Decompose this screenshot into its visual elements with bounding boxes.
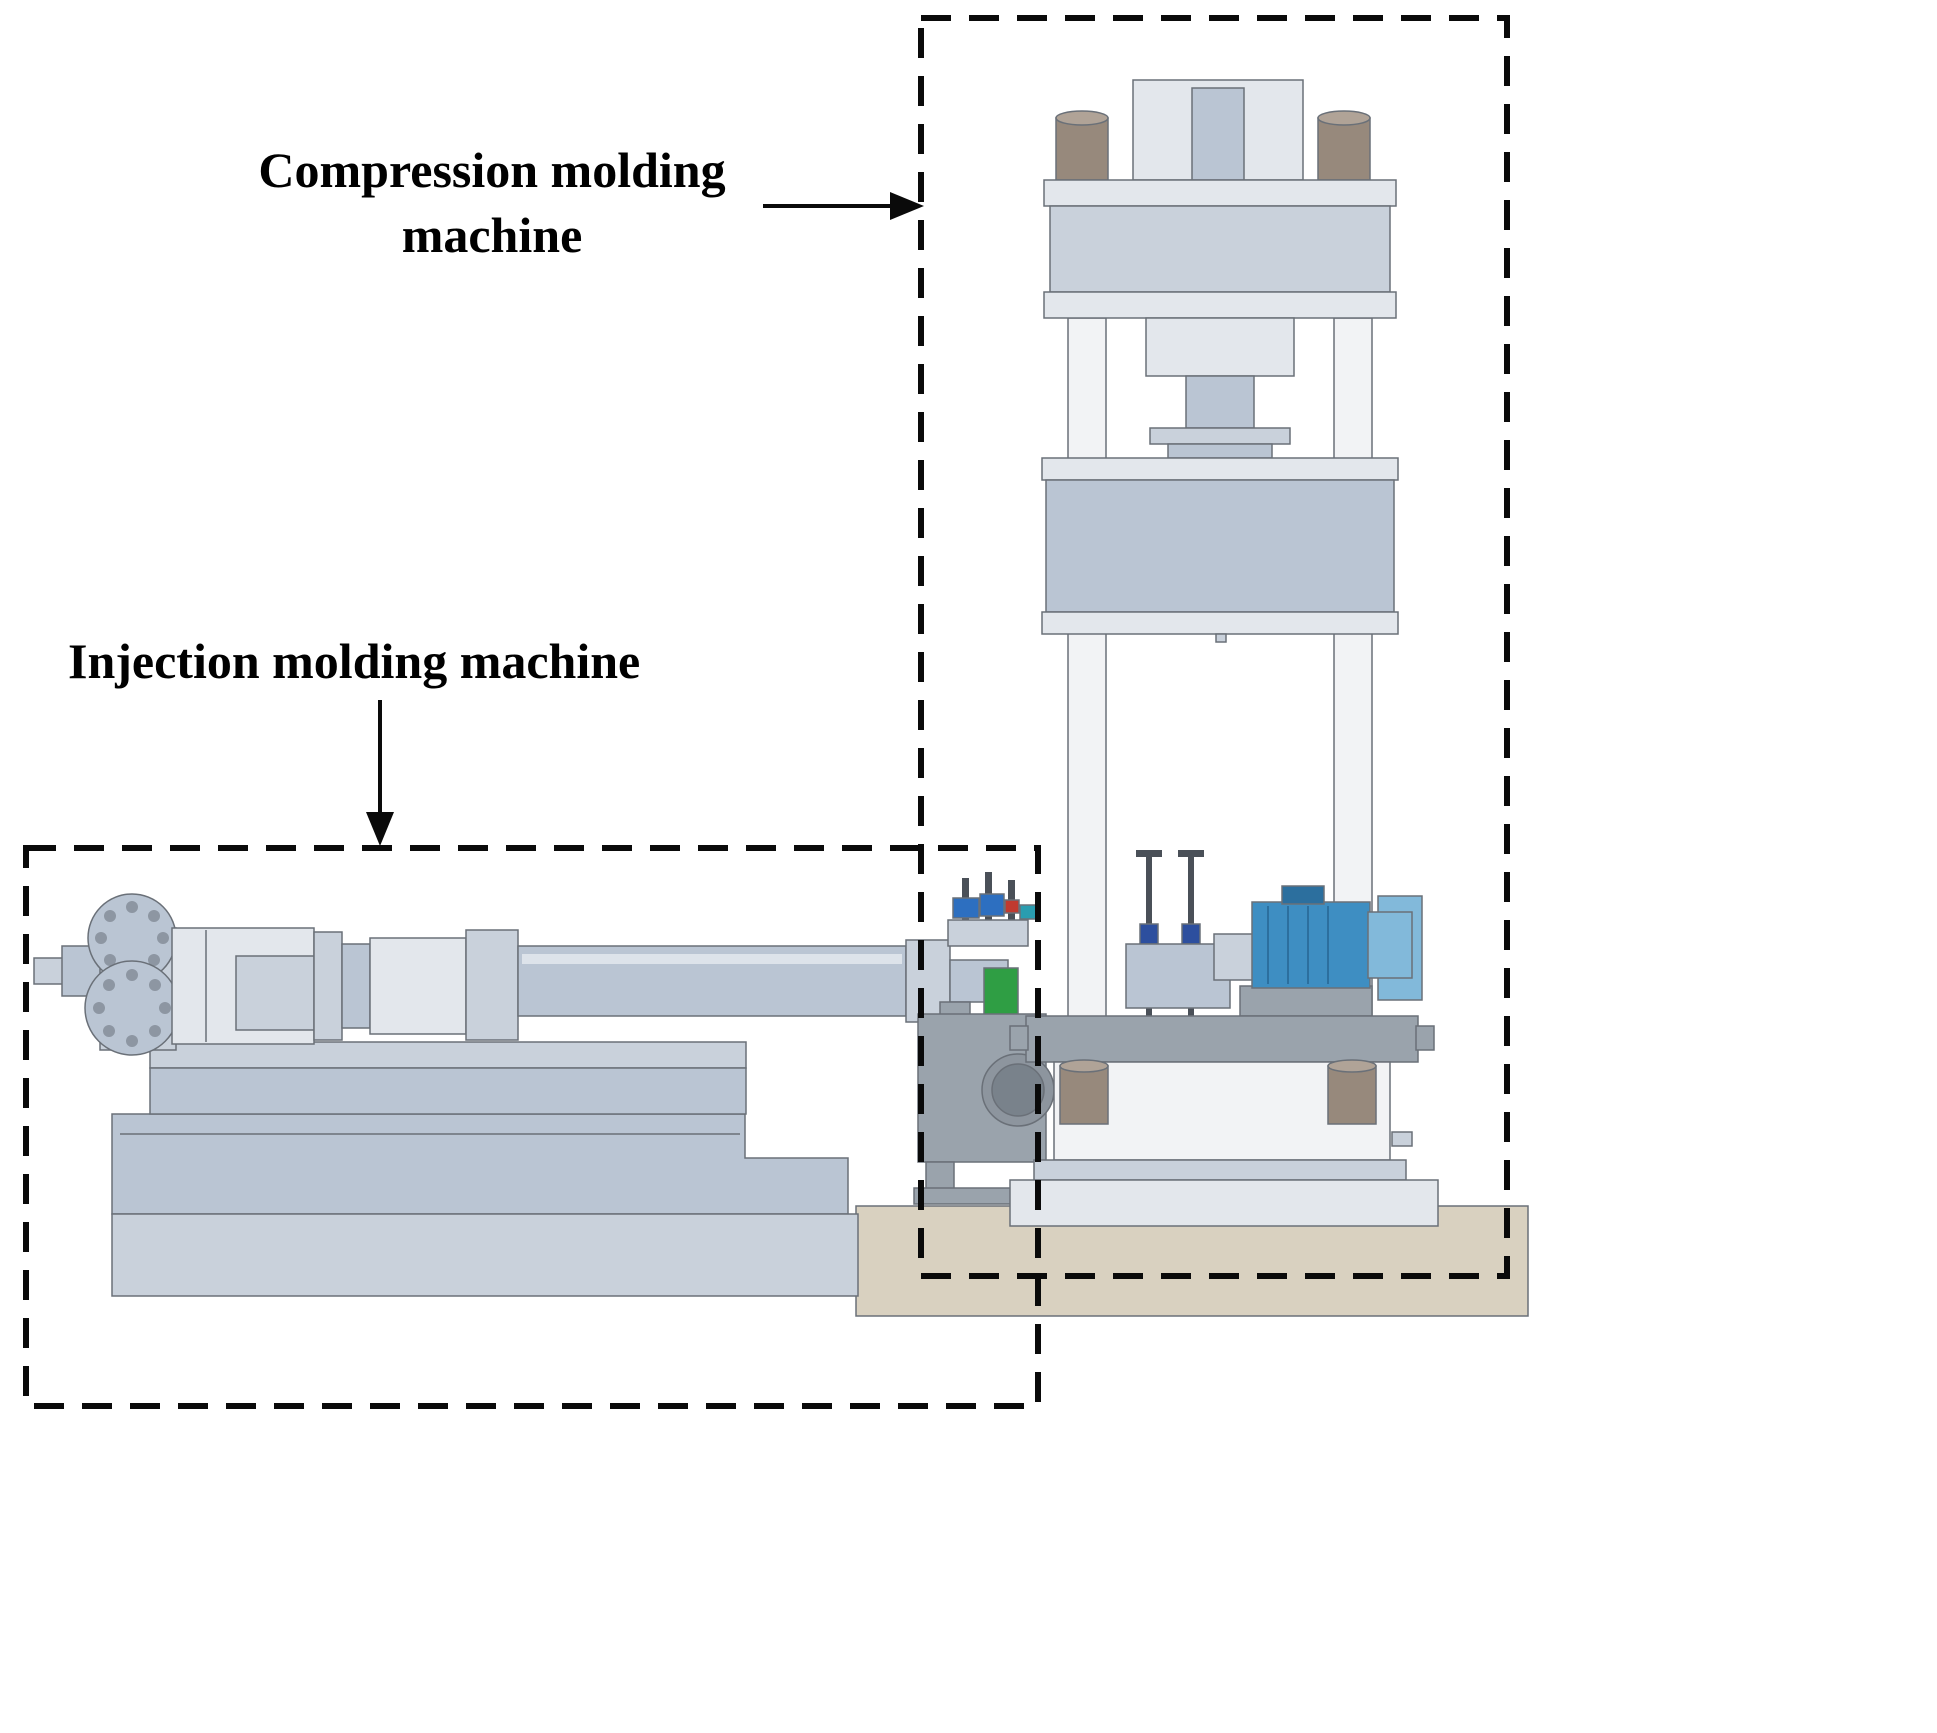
compression-label-line2: machine [401, 207, 583, 263]
crosshead-top-flange [1043, 179, 1397, 207]
platform-ear [1415, 1025, 1435, 1051]
press-base-plate-upper [1033, 1159, 1407, 1181]
valve-block-teal [1019, 904, 1037, 920]
valve-block-blue [979, 893, 1005, 917]
coupling-ring [341, 943, 371, 1029]
ram-flange-lower [1167, 443, 1273, 459]
bolt-icon [157, 932, 169, 944]
bolt-icon [149, 979, 161, 991]
bolt-icon [95, 932, 107, 944]
tie-rod-nut [1055, 117, 1109, 181]
injection-cylinder [369, 937, 467, 1035]
platform-ear [1009, 1025, 1029, 1051]
tie-rod-nut-top [1055, 110, 1109, 126]
motor-base [1239, 985, 1373, 1017]
port-hole [991, 1063, 1045, 1117]
bolt-icon [149, 1025, 161, 1037]
compression-label-arrow [763, 192, 924, 220]
injection-base-slab [111, 1213, 859, 1297]
compression-machine-boundary [918, 15, 1510, 1279]
rod-collar [1139, 923, 1159, 945]
valve-block-blue [952, 897, 980, 919]
drive-housing-step [235, 955, 315, 1031]
press-platform [1025, 1015, 1419, 1063]
platen-top-flange [1041, 457, 1399, 481]
tie-rod-nut [1059, 1065, 1109, 1125]
rod-handle [1136, 850, 1162, 857]
injection-machine-label: Injection molding machine [68, 633, 641, 689]
bolt-icon [93, 1002, 105, 1014]
barrel-highlight [522, 954, 902, 964]
injection-pedestal-top [149, 1041, 747, 1069]
tie-rod-nut-top [1327, 1059, 1377, 1073]
bolt-icon [103, 1025, 115, 1037]
crosshead-bottom-flange [1043, 291, 1397, 319]
rod-collar [1181, 923, 1201, 945]
injection-label-arrow [366, 700, 394, 846]
injection-machine-drawing [33, 872, 1055, 1297]
tie-rod-nut [1327, 1065, 1377, 1125]
base-tab [1391, 1131, 1413, 1147]
press-top-rod [1191, 87, 1245, 181]
bolt-icon [159, 1002, 171, 1014]
moving-platen [1045, 479, 1395, 613]
motor-coupling [1213, 933, 1257, 981]
bolt-icon [104, 910, 116, 922]
compression-machine-drawing [1009, 79, 1439, 1227]
arrow-right-icon [890, 192, 924, 220]
crosshead-body [1049, 205, 1391, 293]
support-leg [925, 1161, 955, 1191]
tie-rod-nut-top [1317, 110, 1371, 126]
injection-machine-boundary [23, 845, 1041, 1409]
bolt-icon [103, 979, 115, 991]
compression-label-line1: Compression molding [258, 142, 726, 198]
rod-handle [1178, 850, 1204, 857]
bolt-icon [148, 954, 160, 966]
platen-bottom-flange [1041, 611, 1399, 635]
ram-rod [1185, 375, 1255, 429]
press-base-plate [1009, 1179, 1439, 1227]
injection-pedestal [149, 1067, 747, 1115]
bolt-icon [104, 954, 116, 966]
drive-shaft-tip [33, 957, 65, 985]
valve-block-red [1004, 899, 1020, 914]
arrow-down-icon [366, 812, 394, 846]
motor-junction-box [1281, 885, 1325, 905]
tie-rod-nut [1317, 117, 1371, 181]
motor-end-cap [1367, 911, 1413, 979]
platen-notch [1215, 633, 1227, 643]
compression-machine-label: Compression molding machine [232, 138, 752, 268]
ram-flange [1149, 427, 1291, 445]
bolt-icon [126, 969, 138, 981]
hydraulic-manifold [1125, 943, 1231, 1009]
bolt-icon [148, 910, 160, 922]
bolt-icon [126, 1035, 138, 1047]
bolt-icon [126, 901, 138, 913]
valve-manifold [947, 919, 1029, 947]
ram-cylinder [1145, 317, 1295, 377]
injection-base-mid [111, 1113, 849, 1215]
barrel-collar [465, 929, 519, 1041]
coupling-ring [313, 931, 343, 1041]
pump-motor [1251, 901, 1371, 989]
tie-rod-nut-top [1059, 1059, 1109, 1073]
